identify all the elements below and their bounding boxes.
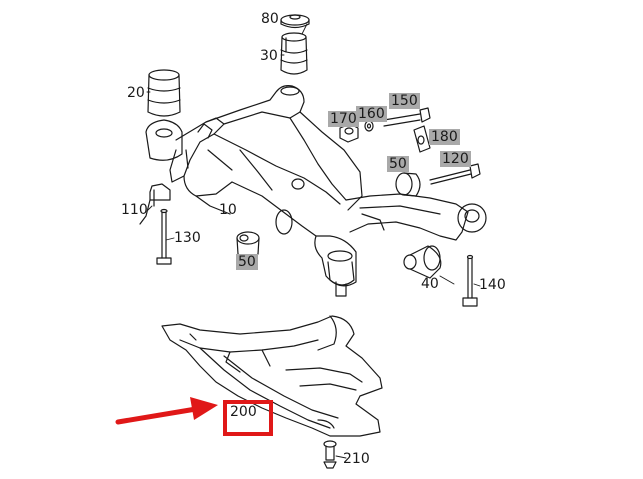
- leader-lines: [146, 23, 481, 459]
- subframe-10: [145, 85, 363, 297]
- label-30: 30: [260, 48, 278, 64]
- part-130-bolt: [156, 208, 172, 265]
- label-120: 120: [440, 151, 471, 167]
- label-200: 200: [230, 404, 257, 420]
- label-130: 130: [174, 230, 201, 246]
- part-40-bushing: [403, 245, 442, 279]
- label-10: 10: [219, 202, 237, 218]
- part-140-bolt: [462, 254, 478, 307]
- part-210-clip: [323, 440, 337, 469]
- part-150-bolt: [383, 107, 431, 127]
- part-120-bolt: [429, 163, 481, 185]
- part-200-panel: [161, 315, 383, 437]
- highlight-box: [223, 400, 273, 436]
- label-110: 110: [121, 202, 148, 218]
- label-140: 140: [479, 277, 506, 293]
- label-210: 210: [343, 451, 370, 467]
- part-50-bushing-right: [395, 172, 421, 197]
- label-50-right: 50: [387, 156, 409, 172]
- control-arm: [345, 193, 487, 241]
- part-80-cap: [280, 14, 310, 29]
- label-20: 20: [127, 85, 145, 101]
- part-30-bushing: [280, 32, 308, 75]
- label-160: 160: [356, 106, 387, 122]
- part-110-bracket: [139, 183, 171, 225]
- label-50-left: 50: [236, 254, 258, 270]
- label-180: 180: [429, 129, 460, 145]
- part-20-bushing: [147, 69, 181, 117]
- label-150: 150: [389, 93, 420, 109]
- part-180-plate: [413, 125, 431, 153]
- label-40: 40: [421, 276, 439, 292]
- label-80: 80: [261, 11, 279, 27]
- red-arrow: [115, 397, 218, 425]
- label-170: 170: [328, 111, 359, 127]
- part-160-washer: [364, 120, 374, 132]
